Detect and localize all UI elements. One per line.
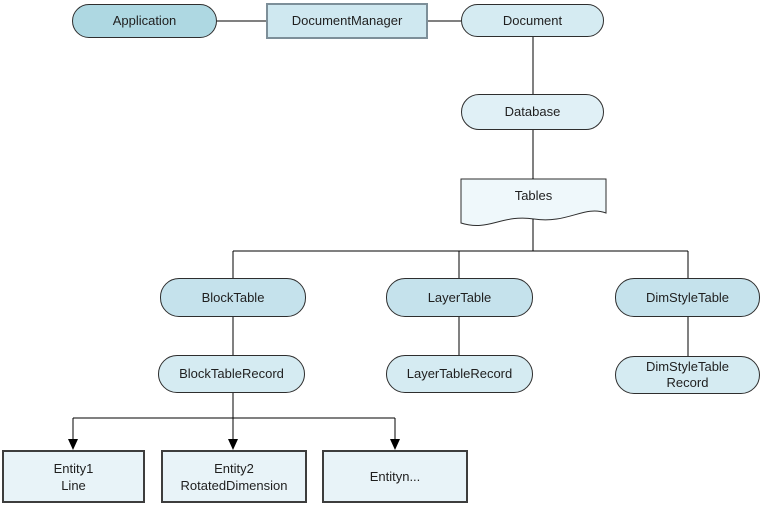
arrowhead-entityn bbox=[390, 439, 400, 450]
node-dim-style-table-record-line1: DimStyleTable bbox=[645, 359, 730, 374]
node-entityn-line1: Entityn... bbox=[369, 469, 421, 484]
node-entity1: Entity1 Line bbox=[2, 450, 145, 503]
node-database: Database bbox=[461, 94, 604, 130]
node-entity1-line1: Entity1 bbox=[53, 460, 94, 476]
node-block-table: BlockTable bbox=[160, 278, 306, 317]
node-tables-label: Tables bbox=[514, 188, 553, 203]
node-tables-shape bbox=[460, 178, 607, 227]
node-application: Application bbox=[72, 4, 217, 38]
node-layer-table: LayerTable bbox=[386, 278, 533, 317]
node-entity1-line2: Line bbox=[61, 477, 86, 493]
node-layer-table-record: LayerTableRecord bbox=[386, 355, 533, 393]
node-dim-style-table-record-line2: Record bbox=[666, 375, 709, 390]
node-entity2: Entity2 RotatedDimension bbox=[161, 450, 307, 503]
node-document-manager: DocumentManager bbox=[266, 3, 428, 39]
node-entity2-line1: Entity2 bbox=[214, 460, 254, 476]
node-entityn: Entityn... bbox=[322, 450, 468, 503]
node-entity2-line2: RotatedDimension bbox=[180, 477, 288, 493]
arrowhead-entity1 bbox=[68, 439, 78, 450]
node-block-table-record: BlockTableRecord bbox=[158, 355, 305, 393]
arrowhead-entity2 bbox=[228, 439, 238, 450]
node-dim-style-table: DimStyleTable bbox=[615, 278, 760, 317]
node-dim-style-table-record: DimStyleTable Record bbox=[615, 356, 760, 394]
node-document: Document bbox=[461, 4, 604, 37]
